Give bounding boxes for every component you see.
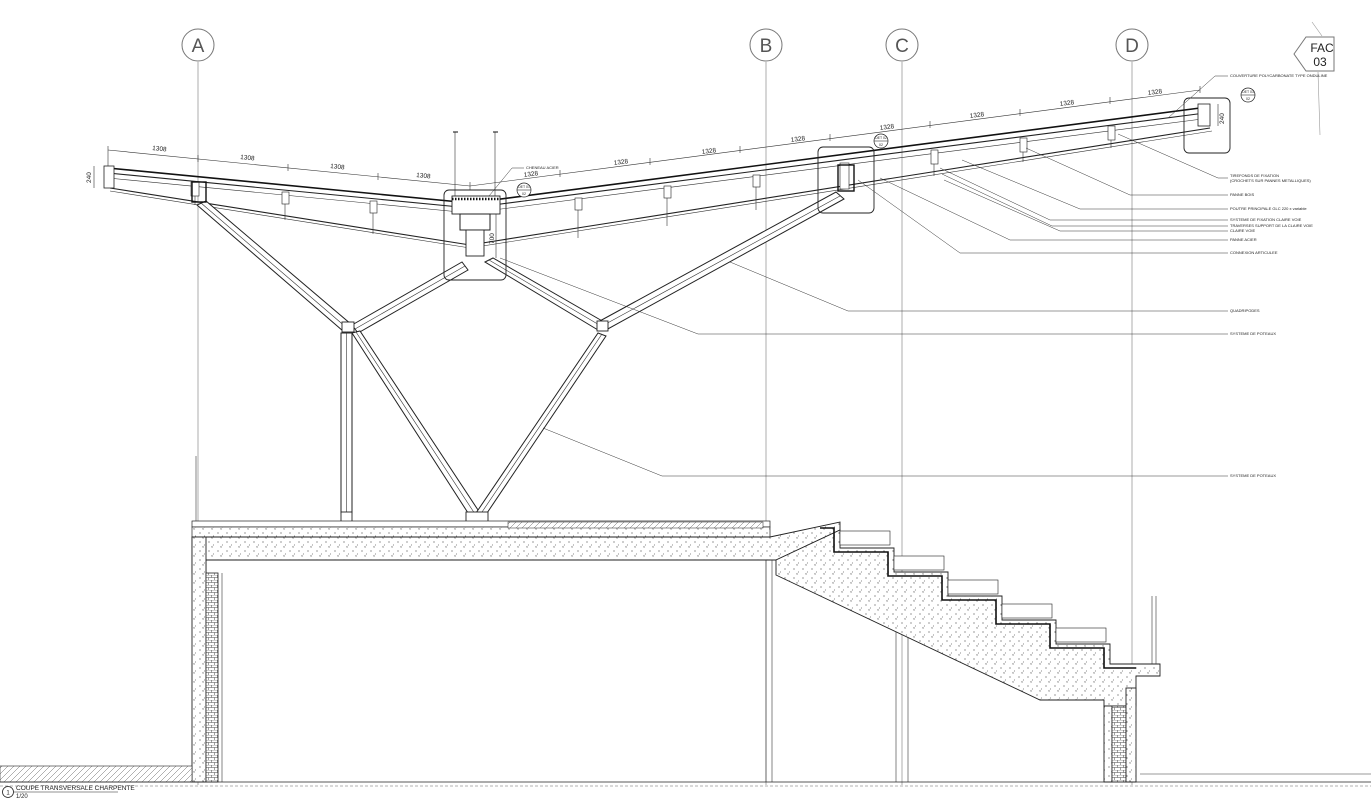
detail-callout-3: DET 03 02 xyxy=(1240,87,1256,103)
dim-depth-left: 240 xyxy=(86,172,93,183)
grid-label-c: C xyxy=(895,36,909,57)
detail-callout-3-sheet: 02 xyxy=(1246,97,1250,101)
note-quadripodes: QUADRIPODES xyxy=(1230,308,1260,313)
dim-left-2: 1308 xyxy=(240,154,255,162)
note-traverses: TRAVERSES SUPPORT DE LA CLAIRE VOIE xyxy=(1230,223,1313,228)
dim-right-2: 1328 xyxy=(613,158,629,167)
dim-depth-right: 240 xyxy=(1219,113,1226,124)
detail-callout-1-sheet: 02 xyxy=(522,192,526,196)
drawing-scale: 1/20 xyxy=(16,794,28,800)
detail-callout-2: DET 02 02 xyxy=(873,133,889,149)
note-poutre: POUTRE PRINCIPALE GLC 220 x variable xyxy=(1230,206,1307,211)
roof-structure xyxy=(103,103,1213,257)
detail-callout-1-ref: DET 01 xyxy=(518,185,530,189)
grid-label-a: A xyxy=(192,36,205,57)
detail-callout-1: DET 01 02 xyxy=(516,182,532,198)
sheet-ref-line2: 03 xyxy=(1313,55,1327,69)
dim-node-height: 700 xyxy=(489,233,496,244)
dim-left-4: 1308 xyxy=(416,172,431,180)
note-tirefonds-1: TIREFONDS DE FIXATION xyxy=(1230,173,1279,178)
dimension-chain: 1308 1308 1308 1308 1328 1328 1328 1328 … xyxy=(86,86,1226,258)
annotations: CHENEAU ACIER COUVERTURE POLYCARBONATE T… xyxy=(488,73,1328,478)
drawing-number: 1 xyxy=(6,791,10,797)
note-claire-voie: CLAIRE VOIE xyxy=(1230,228,1255,233)
note-couverture: COUVERTURE POLYCARBONATE TYPE ONDULINE xyxy=(1230,73,1328,78)
detail-callout-2-ref: DET 02 xyxy=(875,136,887,140)
grid-label-d: D xyxy=(1125,36,1139,57)
note-panne-bois: PANNE BOIS xyxy=(1230,192,1254,197)
note-chenal: CHENEAU ACIER xyxy=(526,165,559,170)
grid-label-b: B xyxy=(760,36,773,57)
drawing-title-block: 1 COUPE TRANSVERSALE CHARPENTE 1/20 xyxy=(2,785,135,800)
dim-right-6: 1328 xyxy=(969,111,985,120)
dim-left-3: 1308 xyxy=(330,163,345,171)
note-poteaux-1: SYSTEME DE POTEAUX xyxy=(1230,331,1276,336)
dim-right-4: 1328 xyxy=(790,135,806,144)
sheet-ref-line1: FAC xyxy=(1310,41,1334,55)
dim-left-1: 1308 xyxy=(152,145,167,153)
dim-right-1: 1328 xyxy=(523,170,539,179)
note-panne-acier: PANNE ACIER xyxy=(1230,237,1257,242)
note-systeme-claire-voie: SYSTEME DE FIXATION CLAIRE VOIE xyxy=(1230,217,1302,222)
concrete-structure xyxy=(0,456,1371,787)
dim-right-3: 1328 xyxy=(701,147,717,156)
dim-right-5: 1328 xyxy=(879,123,895,132)
note-connexion: CONNEXION ARTICULEE xyxy=(1230,250,1278,255)
detail-boxes xyxy=(443,97,1231,281)
note-tirefonds-2: (CROCHETS SUR PANNES METALLIQUES) xyxy=(1230,178,1311,183)
note-poteaux-2: SYSTEME DE POTEAUX xyxy=(1230,473,1276,478)
detail-callout-2-sheet: 02 xyxy=(879,143,883,147)
grid-axis-c: C xyxy=(885,28,919,785)
dim-right-8: 1328 xyxy=(1147,88,1163,97)
detail-callout-3-ref: DET 03 xyxy=(1242,90,1254,94)
drawing-title: COUPE TRANSVERSALE CHARPENTE xyxy=(16,785,135,792)
dim-right-7: 1328 xyxy=(1059,99,1075,108)
quadripod-structure xyxy=(191,164,855,523)
sheet-reference-tag: FAC 03 xyxy=(1293,21,1335,136)
